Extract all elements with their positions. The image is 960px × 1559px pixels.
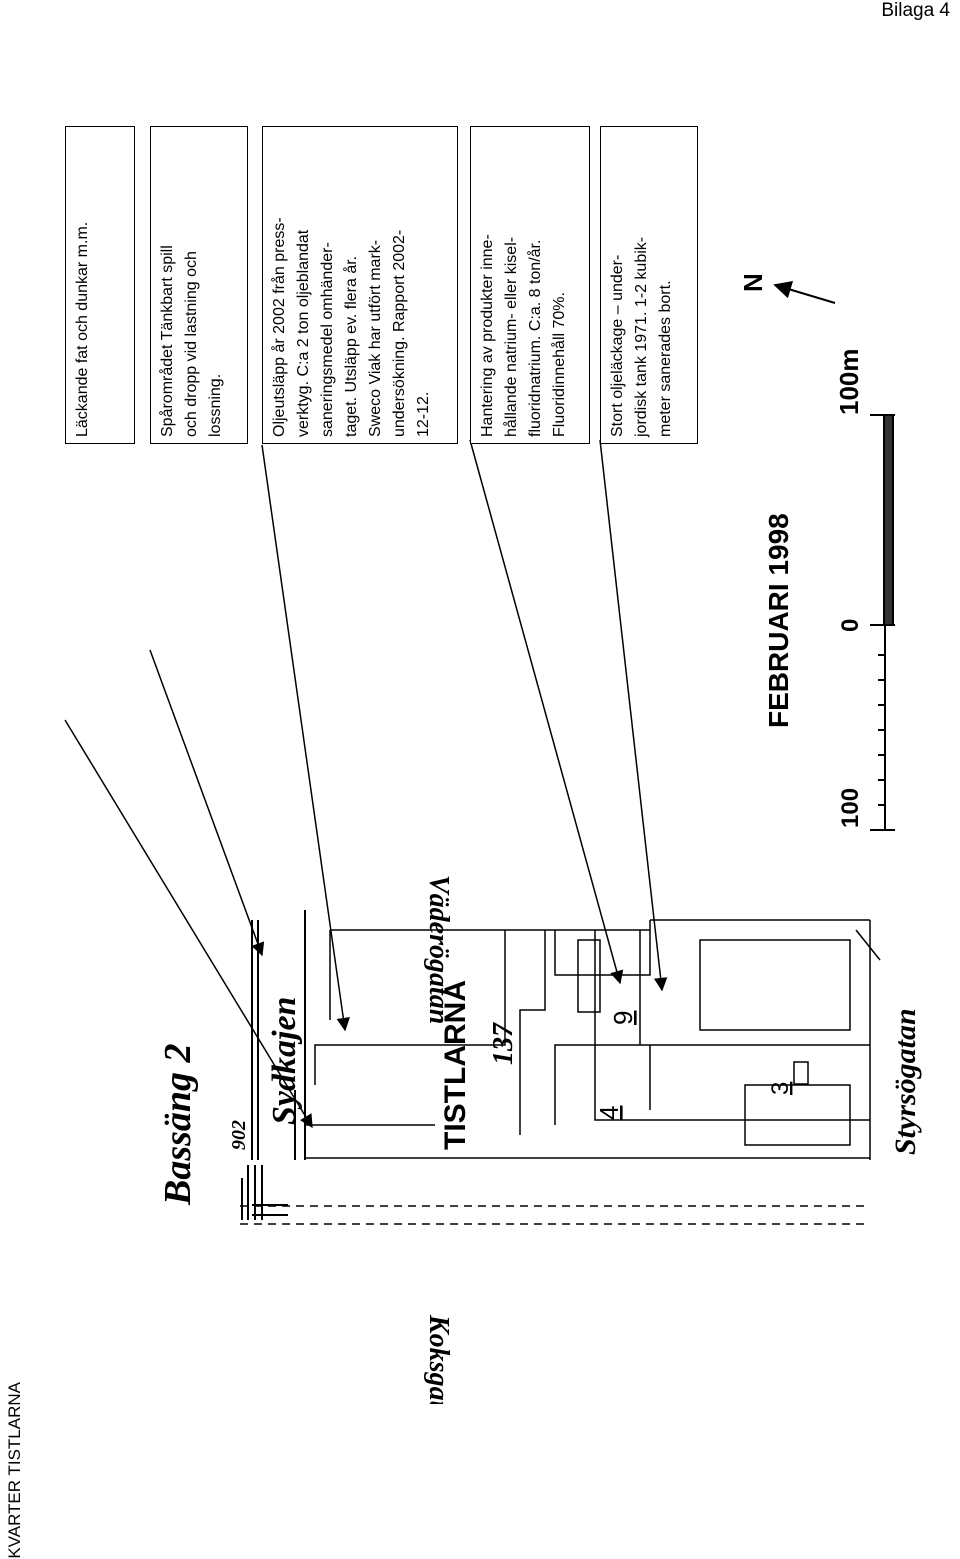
- leader-3: [261, 444, 350, 1032]
- callout-leaking-barrels: Läckande fat och dunkar m.m.: [65, 126, 135, 444]
- callout-line: 12-12.: [415, 391, 432, 437]
- callout-line: Spårområdet Tänkbart spill: [159, 245, 176, 437]
- callout-underground-tank: Stort oljeläckage – under- jordisk tank …: [600, 126, 698, 444]
- vaderogatan-label: Väderögatan: [423, 875, 454, 1024]
- leader-4: [469, 439, 624, 985]
- block-outlines: [304, 919, 881, 1160]
- callout-line: saneringsmedel omhänder-: [319, 242, 336, 437]
- north-arrow-icon: [773, 281, 836, 304]
- koksgatan-label: Koksgatan: [423, 1314, 454, 1404]
- callout-rail-area: Spårområdet Tänkbart spill och dropp vid…: [150, 126, 248, 444]
- scale-label-0: 0: [837, 619, 864, 632]
- callout-line: meter sanerades bort.: [657, 280, 674, 437]
- callout-line: undersökning. Rapport 2002-: [391, 229, 408, 437]
- scale-label-100-left: 100: [837, 788, 864, 828]
- callout-line: och dropp vid lastning och: [183, 251, 200, 437]
- appendix-label: Bilaga 4: [881, 0, 950, 21]
- bassang-label: Bassäng 2: [157, 1043, 199, 1206]
- callout-oil-spill-2002: Oljeutsläpp år 2002 från press- verktyg.…: [262, 126, 458, 444]
- north-label: N: [738, 273, 768, 292]
- styrsogatan-label: Styrsögatan: [889, 1008, 922, 1155]
- callout-line: Oljeutsläpp år 2002 från press-: [271, 217, 288, 437]
- callout-line: jordisk tank 1971. 1-2 kubik-: [633, 236, 650, 437]
- plot-4-label: 4: [594, 1106, 624, 1120]
- callout-line: lossning.: [207, 373, 224, 437]
- tistlarna-label: TISTLARNA: [439, 980, 472, 1150]
- leader-2: [149, 649, 265, 957]
- map-date: FEBRUARI 1998: [763, 513, 794, 728]
- callout-line: Stort oljeläckage – under-: [609, 254, 626, 437]
- callout-line: taget. Utsläpp ev. flera år.: [343, 255, 360, 437]
- scale-bar: [870, 414, 895, 831]
- plot-9-label: 9: [608, 1011, 638, 1025]
- callout-line: Sweco Viak har utfört mark-: [367, 239, 384, 437]
- callout-line: verktyg. C:a 2 ton oljeblandat: [295, 229, 312, 437]
- scale-label-100m: 100m: [834, 349, 864, 416]
- callout-line: Läckande fat och dunkar m.m.: [74, 221, 91, 437]
- site-map: Bassäng 2 902 Sydkajen 137 Koksgatan Väd…: [64, 273, 922, 1404]
- callout-line: fluoridnatrium. C:a. 8 ton/år.: [527, 239, 544, 437]
- plot-3-label: 3: [767, 1082, 794, 1095]
- callout-leaders: [64, 439, 668, 1129]
- leader-1: [64, 719, 313, 1129]
- callout-line: Fluoridinnehåll 70%.: [551, 292, 568, 437]
- koksgatan-road: [240, 1205, 870, 1225]
- leader-5: [599, 439, 668, 992]
- plot-902-label: 902: [228, 1120, 250, 1150]
- plot-137-label: 137: [488, 1022, 519, 1065]
- callout-fluoride-handling: Hantering av produkter inne- hållande na…: [470, 126, 590, 444]
- callout-line: hållande natrium- eller kisel-: [503, 236, 520, 437]
- callout-line: Hantering av produkter inne-: [479, 234, 496, 437]
